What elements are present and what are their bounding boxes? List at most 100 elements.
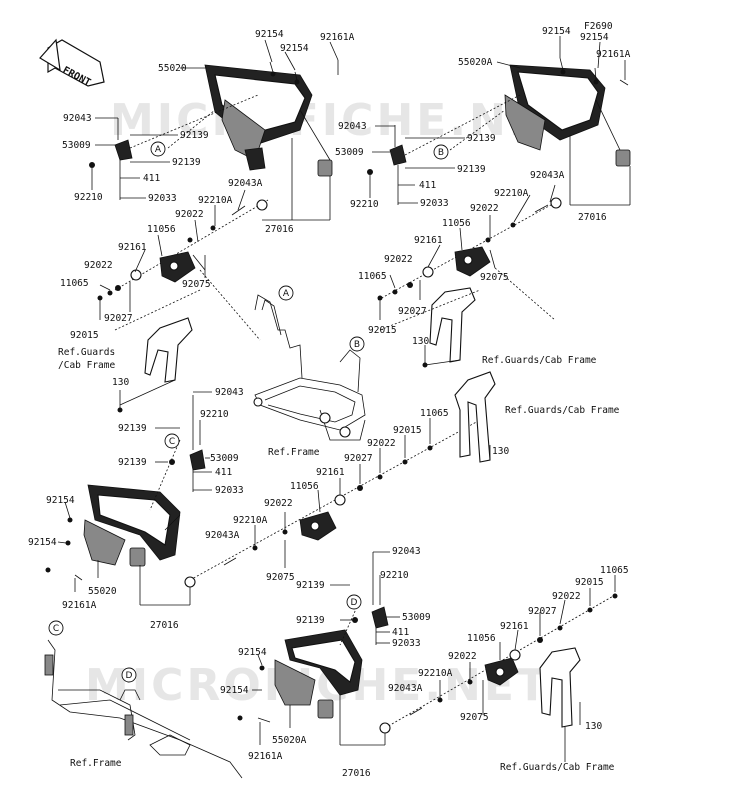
ref-guards-cab-frame: Ref.Guards/Cab Frame [505, 405, 620, 416]
svg-text:D: D [351, 598, 358, 608]
callout-a-frame: A [278, 285, 294, 301]
center-frame [253, 294, 366, 441]
label-92210a: 92210A [233, 515, 268, 526]
ref-frame: Ref.Frame [70, 758, 122, 769]
label-92075: 92075 [266, 572, 295, 583]
callout-c-mid: C [164, 433, 180, 449]
label-55020: 55020 [158, 63, 187, 74]
label-11065: 11065 [420, 408, 449, 419]
ref-cab-frame: /Cab Frame [58, 360, 115, 371]
label-92022: 92022 [175, 209, 204, 220]
label-27016: 27016 [150, 620, 179, 631]
callout-d-bottom: D [121, 667, 137, 683]
label-11056: 11056 [147, 224, 176, 235]
label-92015: 92015 [368, 325, 397, 336]
label-92022: 92022 [264, 498, 293, 509]
ref-guards-cab-frame: Ref.Guards/Cab Frame [482, 355, 597, 366]
label-92139: 92139 [296, 615, 325, 626]
label-92027: 92027 [104, 313, 133, 324]
label-92043: 92043 [215, 387, 244, 398]
label-92022: 92022 [552, 591, 581, 602]
assembly-c [45, 371, 496, 606]
label-92139: 92139 [296, 580, 325, 591]
label-130: 130 [112, 377, 129, 388]
label-11056: 11056 [442, 218, 471, 229]
label-92161a: 92161A [596, 49, 631, 60]
label-53009: 53009 [62, 140, 91, 151]
label-92210a: 92210A [418, 668, 453, 679]
label-53009: 53009 [335, 147, 364, 158]
label-92075: 92075 [480, 272, 509, 283]
label-92210a: 92210A [494, 188, 529, 199]
label-92022: 92022 [84, 260, 113, 271]
label-92161a: 92161A [62, 600, 97, 611]
label-11065: 11065 [358, 271, 387, 282]
label-27016: 27016 [342, 768, 371, 779]
svg-text:C: C [53, 624, 59, 634]
label-92210a: 92210A [198, 195, 233, 206]
label-92075: 92075 [460, 712, 489, 723]
ref-frame: Ref.Frame [268, 447, 320, 458]
label-92033: 92033 [215, 485, 244, 496]
label-130: 130 [585, 721, 602, 732]
label-92154: 92154 [238, 647, 267, 658]
ref-guards-cab-frame: Ref.Guards/Cab Frame [500, 762, 615, 773]
label-92015: 92015 [70, 330, 99, 341]
label-411: 411 [215, 467, 232, 478]
label-27016: 27016 [265, 224, 294, 235]
mount-11056-b [454, 246, 491, 277]
label-92033: 92033 [148, 193, 177, 204]
assembly-a [89, 39, 339, 413]
label-130: 130 [492, 446, 509, 457]
label-411: 411 [419, 180, 436, 191]
label-92022: 92022 [384, 254, 413, 265]
label-55020: 55020 [88, 586, 117, 597]
figure-code: F2690 [584, 21, 613, 32]
label-92139: 92139 [172, 157, 201, 168]
callout-a-top: A [150, 141, 166, 157]
label-27016: 27016 [578, 212, 607, 223]
label-92043: 92043 [63, 113, 92, 124]
label-92154: 92154 [255, 29, 284, 40]
svg-text:B: B [354, 340, 360, 350]
svg-text:B: B [438, 148, 444, 158]
bracket-53009-d [371, 606, 389, 629]
callout-b-top: B [433, 144, 449, 160]
label-55020a: 55020A [272, 735, 307, 746]
assembly-d [237, 551, 618, 762]
watermark-top: MICROFICHE.NET [110, 95, 575, 146]
label-92015: 92015 [575, 577, 604, 588]
label-92027: 92027 [344, 453, 373, 464]
label-92154: 92154 [28, 537, 57, 548]
svg-text:C: C [169, 437, 175, 447]
label-411: 411 [392, 627, 409, 638]
label-92075: 92075 [182, 279, 211, 290]
label-92161: 92161 [316, 467, 345, 478]
label-92161: 92161 [118, 242, 147, 253]
callout-b-frame: B [349, 336, 365, 352]
label-92043a: 92043A [388, 683, 423, 694]
svg-text:A: A [155, 145, 162, 155]
label-11056: 11056 [290, 481, 319, 492]
label-11065: 11065 [60, 278, 89, 289]
label-92022: 92022 [470, 203, 499, 214]
label-92139: 92139 [118, 457, 147, 468]
front-arrow-icon: FRONT [39, 38, 105, 89]
callout-d-mid: D [346, 594, 362, 610]
guard-part-d [539, 647, 581, 728]
label-92015: 92015 [393, 425, 422, 436]
label-92139: 92139 [118, 423, 147, 434]
label-92043a: 92043A [228, 178, 263, 189]
label-11065: 11065 [600, 565, 629, 576]
label-92139: 92139 [457, 164, 486, 175]
callout-c-bottom: C [48, 620, 64, 636]
label-130: 130 [412, 336, 429, 347]
guard-part-c [454, 371, 496, 463]
label-92154: 92154 [220, 685, 249, 696]
label-92210: 92210 [200, 409, 229, 420]
ref-guards: Ref.Guards [58, 347, 115, 358]
label-92027: 92027 [528, 606, 557, 617]
label-92154: 92154 [580, 32, 609, 43]
label-92043a: 92043A [205, 530, 240, 541]
label-92161a: 92161A [320, 32, 355, 43]
